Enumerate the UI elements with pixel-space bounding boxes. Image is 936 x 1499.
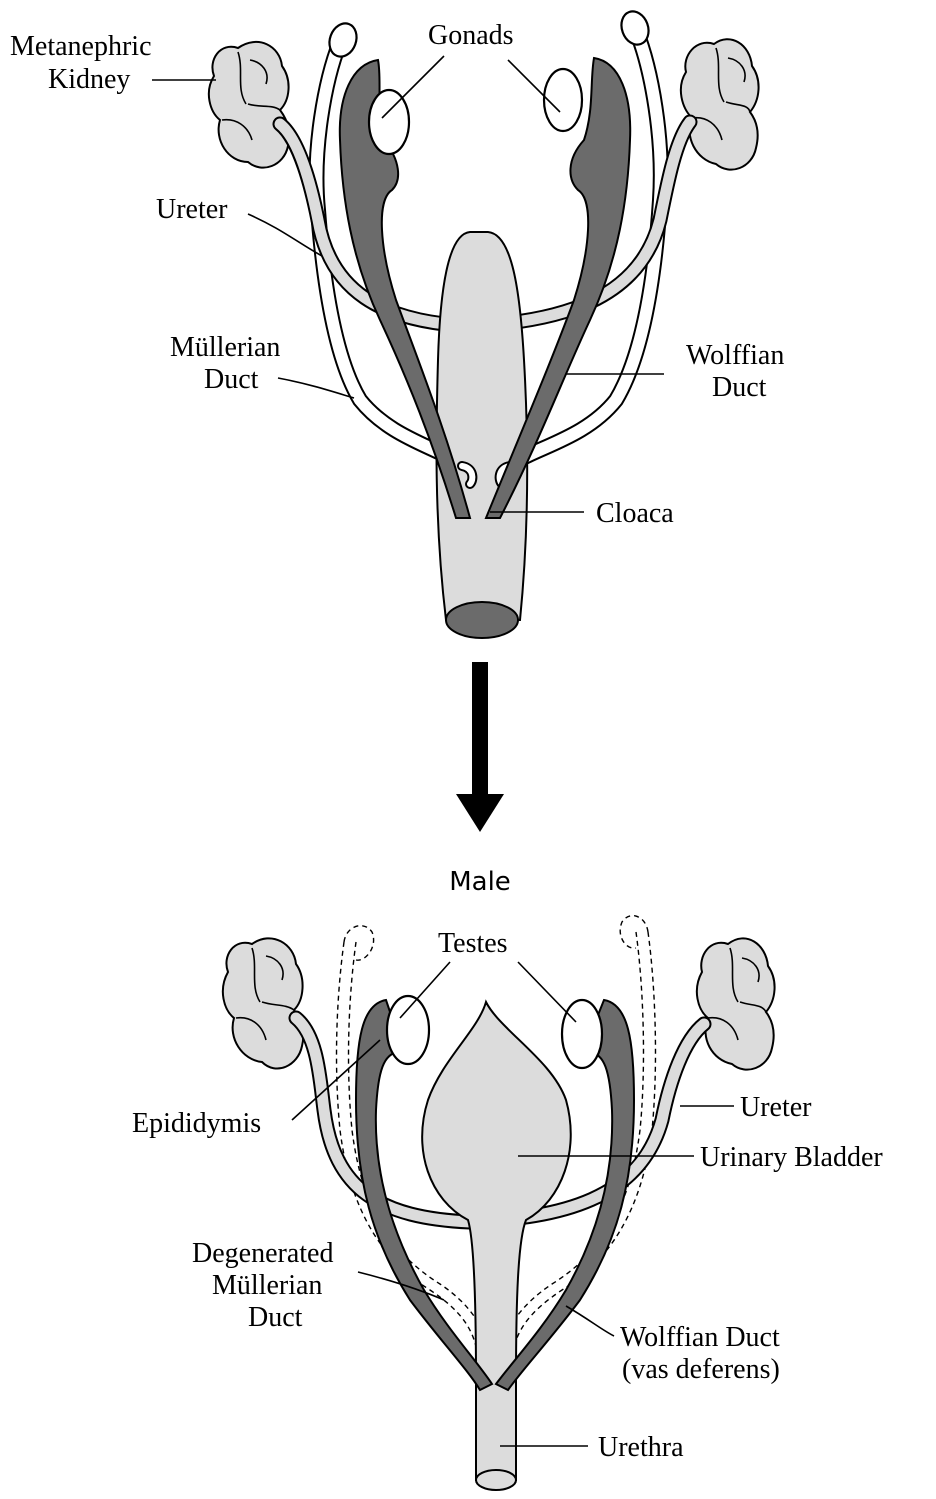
- label-testes: Testes: [438, 928, 508, 959]
- label-cloaca: Cloaca: [596, 498, 674, 529]
- label-mullerian: Müllerian: [170, 332, 280, 363]
- development-arrow: [456, 662, 504, 832]
- right-testis: [562, 1000, 602, 1068]
- left-kidney-male: [223, 938, 303, 1068]
- right-mullerian-duct: [510, 8, 661, 466]
- label-degenerated-duct: Duct: [248, 1302, 303, 1333]
- label-wolffian-duct: Duct: [712, 372, 767, 403]
- label-wolffian: Wolffian: [686, 340, 784, 371]
- urethra-opening: [476, 1470, 516, 1490]
- label-gonads: Gonads: [428, 20, 514, 51]
- label-ureter-top: Ureter: [156, 194, 228, 225]
- right-gonad: [544, 69, 582, 131]
- label-wolffian-duct-vas: Wolffian Duct: [620, 1322, 780, 1353]
- indifferent-stage: Metanephric Kidney Gonads Ureter Mülleri…: [10, 8, 784, 638]
- label-degenerated: Degenerated: [192, 1238, 333, 1269]
- label-male: Male: [449, 867, 511, 897]
- urinary-bladder: [422, 1002, 571, 1490]
- right-metanephric-kidney: [681, 39, 759, 169]
- right-kidney-male: [697, 938, 775, 1069]
- label-epididymis: Epididymis: [132, 1108, 261, 1139]
- left-testis: [387, 996, 429, 1064]
- cloaca: [436, 232, 527, 638]
- label-kidney: Kidney: [48, 64, 130, 95]
- label-urinary-bladder: Urinary Bladder: [700, 1142, 883, 1173]
- left-metanephric-kidney: [209, 42, 289, 168]
- label-urethra: Urethra: [598, 1432, 684, 1463]
- cloaca-opening: [446, 602, 518, 638]
- label-metanephric: Metanephric: [10, 31, 152, 62]
- label-vas-deferens: (vas deferens): [622, 1354, 780, 1385]
- label-ureter-bottom: Ureter: [740, 1092, 812, 1123]
- male-stage: Testes Epididymis Ureter Urinary Bladder…: [132, 916, 883, 1490]
- label-mullerian-duct: Duct: [204, 364, 259, 395]
- label-degenerated-mullerian: Müllerian: [212, 1270, 322, 1301]
- left-gonad: [369, 90, 409, 154]
